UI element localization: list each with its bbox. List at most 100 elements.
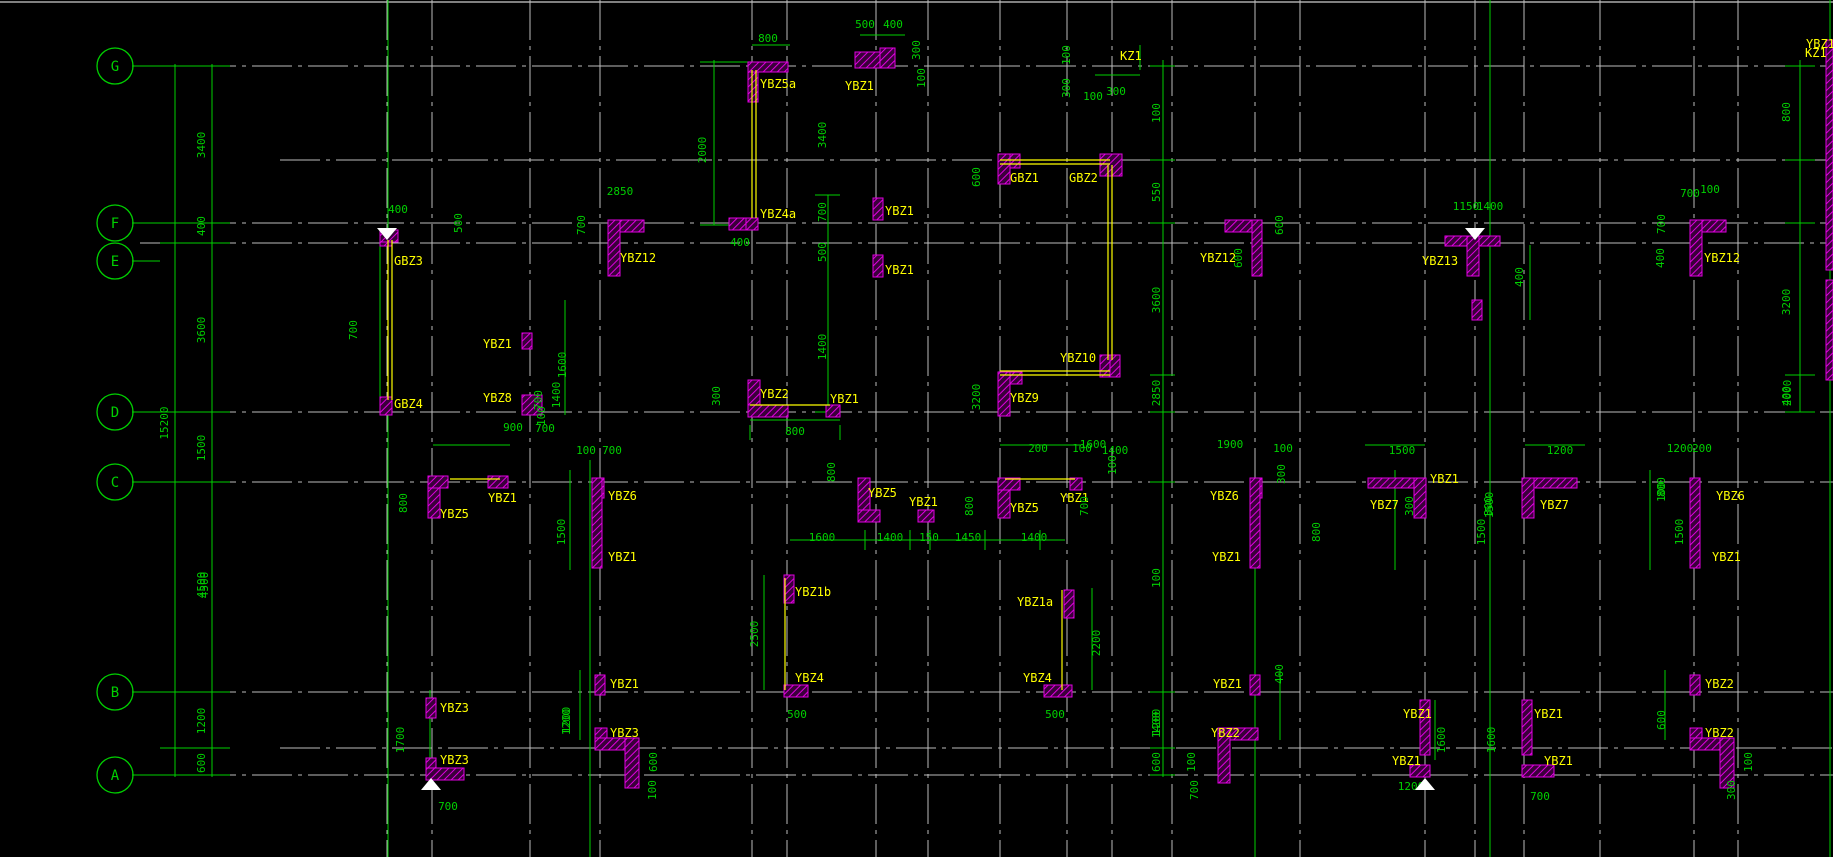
column-shape-39	[857, 509, 881, 523]
dim-text-32: 3200	[970, 384, 983, 411]
column-label-28: YBZ1	[1060, 491, 1089, 505]
dim-text-2: 400	[883, 18, 903, 31]
section-marker-1	[1465, 228, 1485, 240]
column-shape-8	[872, 197, 884, 221]
column-shape-72	[1689, 674, 1701, 696]
column-label-50: YBZ2	[1705, 677, 1734, 691]
column-shape-57	[1043, 684, 1073, 698]
column-label-6: YBZ1	[885, 263, 914, 277]
dim-text-49: 300	[1275, 464, 1288, 484]
axis-bubble-a: A	[96, 756, 160, 794]
column-shape-30	[997, 371, 1011, 417]
column-shape-68	[1419, 699, 1431, 756]
dim-text-39: 300	[710, 386, 723, 406]
left-dim-6: 600	[195, 753, 208, 773]
column-label-23: YBZ1	[488, 491, 517, 505]
column-label-26: YBZ1	[909, 495, 938, 509]
column-shape-3	[879, 47, 896, 69]
axis-bubble-g: G	[96, 47, 160, 85]
dim-text-99: 800	[1780, 102, 1793, 122]
dim-text-3: 300	[910, 40, 923, 60]
dim-text-76: 400	[1273, 664, 1286, 684]
section-marker-2	[421, 778, 441, 790]
dim-text-45: 200	[1028, 442, 1048, 455]
dim-text-86: 600	[647, 752, 660, 772]
axis-label-d: D	[111, 405, 119, 421]
dim-text-1: 500	[855, 18, 875, 31]
dim-text-55: 100	[1655, 482, 1668, 502]
dim-text-81: 1200	[560, 709, 573, 736]
column-label-3: KZ1	[1805, 46, 1827, 60]
column-shape-28	[825, 404, 841, 418]
dim-text-64: 800	[397, 493, 410, 513]
dim-text-71: 1450	[955, 531, 982, 544]
column-label-38: YBZ4	[795, 671, 824, 685]
column-label-18: YBZ1	[830, 392, 859, 406]
dim-text-30: 400	[1654, 248, 1667, 268]
left-dim-1: 400	[195, 216, 208, 236]
column-shape-5	[745, 217, 759, 231]
section-marker-3	[1415, 778, 1435, 790]
dim-text-47: 1600	[1080, 438, 1107, 451]
dim-text-10: 2000	[696, 137, 709, 164]
dim-text-94: 100	[1742, 752, 1755, 772]
dim-text-80: 1700	[394, 727, 407, 754]
column-shape-21	[1689, 219, 1703, 277]
dim-text-74: 2200	[1090, 630, 1103, 657]
column-label-45: YBZ2	[1211, 726, 1240, 740]
column-shape-1	[747, 61, 789, 73]
column-label-20: YBZ9	[1010, 391, 1039, 405]
dim-text-60: 800	[1310, 522, 1323, 542]
column-label-0: YBZ5a	[760, 77, 796, 91]
column-shape-12	[1099, 153, 1123, 177]
column-label-2: KZ1	[1120, 49, 1142, 63]
axis-label-b: B	[111, 685, 119, 701]
dim-text-6: 300	[1060, 78, 1073, 98]
column-label-49: YBZ3	[440, 701, 469, 715]
dim-text-52: 1200	[1547, 444, 1574, 457]
column-label-30: YBZ7	[1370, 498, 1399, 512]
column-shape-54	[783, 684, 809, 698]
dim-text-84: 600	[1150, 752, 1163, 772]
left-dim-5: 1200	[195, 708, 208, 735]
dim-text-40: 800	[785, 425, 805, 438]
dim-text-78: 500	[787, 708, 807, 721]
dim-text-65: 800	[963, 496, 976, 516]
dim-text-21: 1400	[1477, 200, 1504, 213]
dim-text-31: 1400	[816, 334, 829, 361]
dim-text-15: 500	[452, 213, 465, 233]
column-shape-25	[379, 396, 393, 416]
column-hatch-shapes	[379, 39, 1833, 789]
column-shape-67	[1217, 727, 1231, 784]
column-shape-65	[1249, 674, 1261, 696]
left-dim-3: 1500	[195, 435, 208, 462]
column-label-29: YBZ6	[1210, 489, 1239, 503]
dim-text-70: 150	[919, 531, 939, 544]
dim-text-93: 600	[1655, 710, 1668, 730]
dim-text-43: 1900	[1217, 438, 1244, 451]
dim-text-69: 1400	[877, 531, 904, 544]
dim-text-88: 1600	[1435, 727, 1448, 754]
column-label-13: YBZ12	[1704, 251, 1740, 265]
dim-text-73: 2500	[748, 621, 761, 648]
column-shape-49	[1521, 477, 1535, 519]
column-label-42: YBZ1	[1534, 707, 1563, 721]
column-shape-27	[747, 404, 789, 418]
column-label-7: YBZ12	[620, 251, 656, 265]
dim-text-72: 1400	[1021, 531, 1048, 544]
dim-text-34: 700	[532, 390, 545, 410]
column-shape-24	[521, 394, 543, 416]
dim-text-12: 2850	[607, 185, 634, 198]
dim-text-48: 1400	[1102, 444, 1129, 457]
vertical-axis-lines	[386, 0, 1739, 857]
column-label-37: YBZ1a	[1017, 595, 1053, 609]
dim-text-91: 700	[1188, 780, 1201, 800]
axis-bubble-c: C	[96, 463, 160, 501]
column-shape-70	[1521, 699, 1533, 756]
dim-text-96: 1400	[1150, 712, 1163, 739]
dim-text-56: 300	[1482, 496, 1495, 516]
column-shape-16	[1251, 219, 1263, 277]
dim-text-66: 1500	[1483, 492, 1496, 519]
dim-text-24: 600	[1232, 248, 1245, 268]
